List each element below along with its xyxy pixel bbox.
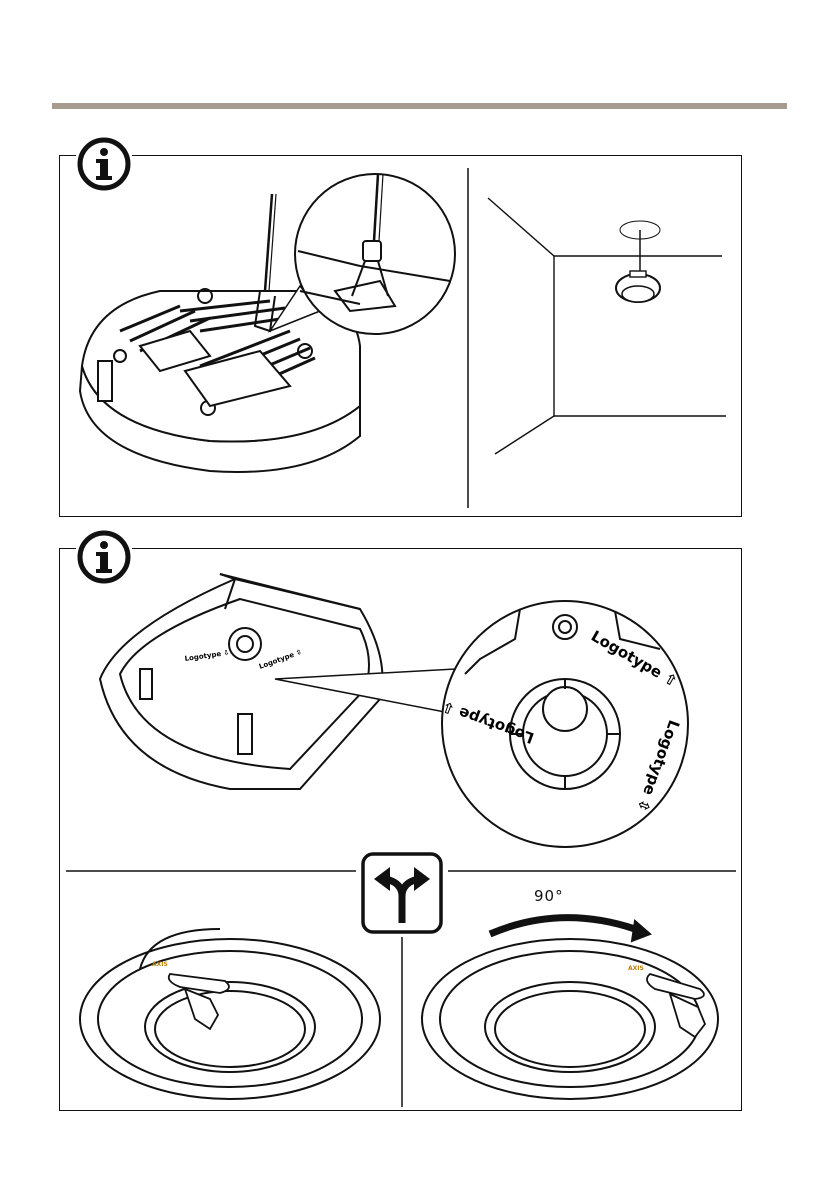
panel-top-illustration (60, 156, 743, 518)
info-circle-icon (76, 529, 132, 585)
split-arrows-icon (360, 851, 444, 935)
panel-bottom-illustration: Logotype ⇩ Logotype ⇳ Logotype ⇧ Logotyp… (60, 549, 743, 1112)
wire-attachment-callout (270, 174, 455, 334)
info-circle-icon (76, 136, 132, 192)
bubble-logo-right: AXIS (628, 965, 644, 972)
rotation-arrow (490, 918, 635, 934)
room-corner-figure (488, 198, 726, 454)
rotation-label: 90° (534, 887, 564, 905)
panel-top (59, 155, 742, 517)
bubble-logo-left: AXIS (152, 961, 168, 968)
header-rule (52, 103, 787, 109)
dome-bubble-left (80, 929, 380, 1099)
panel-bottom: Logotype ⇩ Logotype ⇳ Logotype ⇧ Logotyp… (59, 548, 742, 1111)
